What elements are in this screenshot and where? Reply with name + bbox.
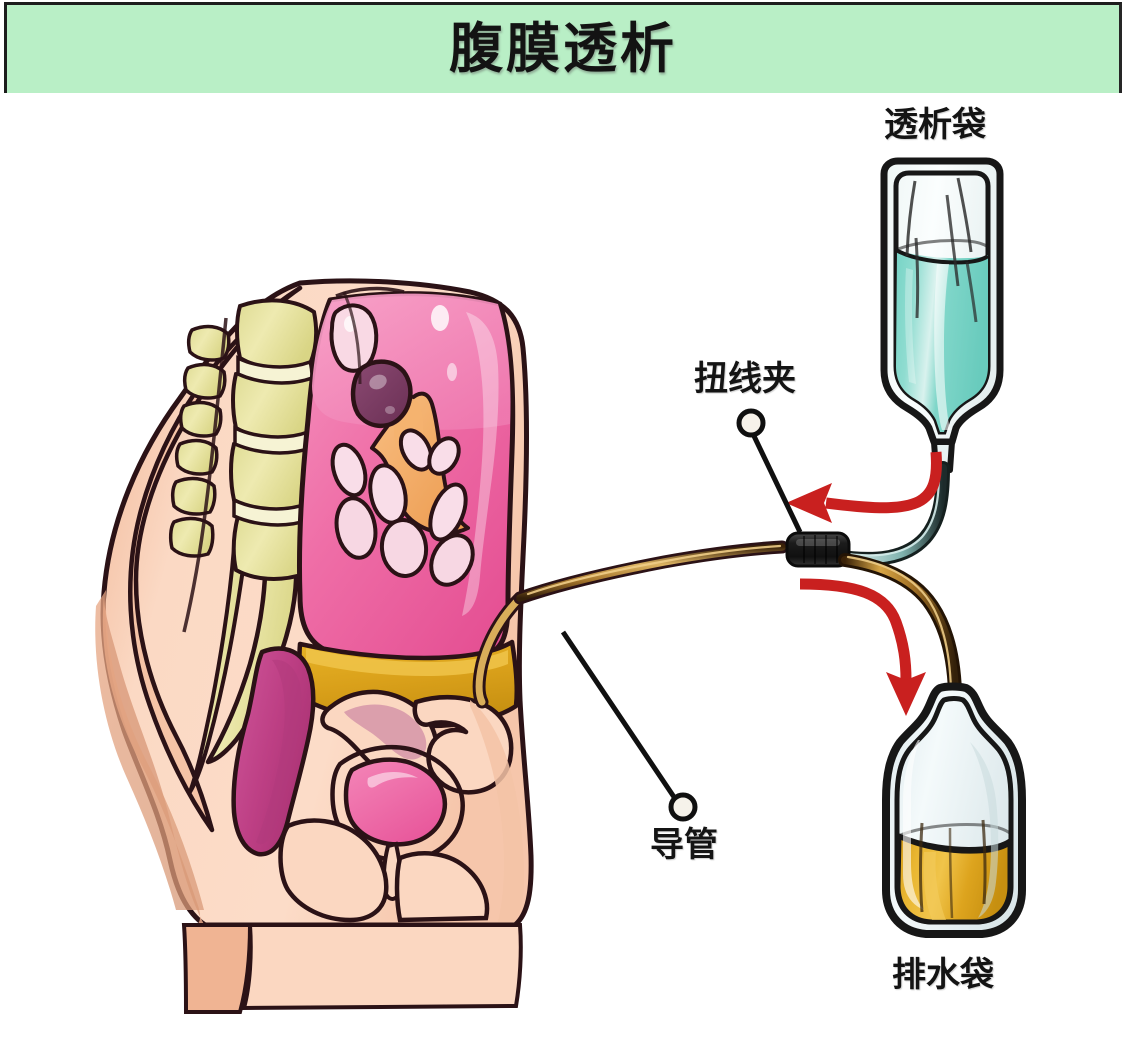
fascia-line (335, 286, 405, 298)
intestine-loops (330, 428, 475, 587)
drain-crease-2 (981, 819, 987, 905)
dialysis-bag-fluid-surface-back (895, 239, 989, 252)
flow-arrow-outflow (799, 578, 926, 716)
inflow-tube (829, 461, 950, 566)
spinal-canal (182, 317, 228, 633)
catheter-leader-dot (668, 792, 698, 822)
dialysate-surface-highlight (306, 648, 508, 676)
drainage-shell-shade (970, 742, 999, 918)
anatomy-group (95, 278, 534, 1014)
spine-group (168, 298, 319, 794)
catheter-group (472, 540, 789, 709)
drain-crease-1 (919, 822, 924, 913)
aorta-vessel (350, 359, 413, 428)
outflow-arrow-head (886, 672, 926, 716)
peritoneum-highlight (462, 312, 499, 616)
clamp-leader-line (751, 434, 803, 534)
catheter-shaft (513, 540, 789, 605)
thigh-section-inner (241, 923, 523, 1011)
bladder-gloss (367, 772, 418, 788)
bag-crease-5 (965, 261, 978, 323)
twist-clamp-group[interactable] (785, 531, 851, 568)
vertebra-body-1 (235, 298, 319, 371)
perineum (394, 851, 490, 923)
inflow-arrow-path (825, 451, 942, 514)
catheter-leader-line (560, 630, 677, 799)
intestine-loop (334, 496, 378, 560)
spinous-5 (170, 476, 217, 516)
label-catheter: 导管 (650, 825, 718, 865)
drainage-fluid-gloss (923, 852, 946, 920)
twist-clamp-ridges (803, 535, 838, 564)
intestine-loop (379, 518, 429, 578)
fascia-line-2 (342, 291, 362, 385)
flow-arrow-inflow (786, 451, 942, 523)
inflow-arrow-head (786, 483, 832, 523)
twist-clamp-gloss (796, 539, 840, 546)
leader-lines (560, 408, 803, 822)
spinous-1 (186, 324, 231, 362)
dialysis-bag-group (880, 157, 1004, 473)
outflow-tube-gloss (846, 555, 953, 692)
title-banner: 腹膜透析 (4, 2, 1122, 93)
spinous-4 (174, 438, 219, 476)
label-twist-clamp: 扭线夹 (694, 359, 796, 399)
drain-crease-3 (948, 827, 954, 919)
page-title: 腹膜透析 (449, 17, 677, 80)
spinous-6 (168, 516, 215, 558)
duodenum-loop (329, 303, 379, 373)
aorta-gloss (369, 374, 387, 390)
inflow-tube-group (829, 461, 950, 566)
intestine-loop (429, 533, 475, 587)
back-muscle-band (128, 285, 303, 833)
label-dialysis-bag: 透析袋 (884, 105, 986, 145)
skin-shadow-left (95, 590, 204, 910)
peritoneum-gloss-dot (431, 305, 449, 331)
intestine-loop (330, 442, 368, 498)
intestine-loop (428, 482, 468, 542)
label-drainage-bag: 排水袋 (892, 955, 994, 995)
inflow-tube-gloss (838, 470, 941, 557)
bag-crease-3 (945, 194, 960, 287)
bag-crease-4 (914, 237, 920, 319)
rectum-shade (256, 659, 302, 845)
drainage-fluid-surface-front (896, 833, 1013, 854)
intestine-loop (427, 436, 461, 476)
peritoneum-gloss-dot-2 (447, 363, 457, 381)
drainage-shell-highlight (903, 740, 924, 910)
intestine-loop (398, 428, 434, 472)
uterus-inner-line (344, 704, 427, 760)
catheter-tip-fill (475, 594, 524, 706)
catheter-shaft-gloss (526, 544, 782, 596)
outflow-arrow-path (799, 578, 912, 681)
bag-highlight-edge (905, 268, 916, 384)
aorta-gloss-2 (385, 406, 395, 414)
thigh-section (181, 923, 253, 1014)
drainage-bag-group (882, 682, 1026, 938)
bag-crease-1 (905, 180, 917, 257)
clamp-leader-dot (736, 408, 766, 438)
bag-highlight (934, 264, 950, 430)
bag-crease-2 (956, 177, 973, 253)
pelvic-floor (278, 818, 389, 923)
anterior-wall (470, 700, 524, 922)
